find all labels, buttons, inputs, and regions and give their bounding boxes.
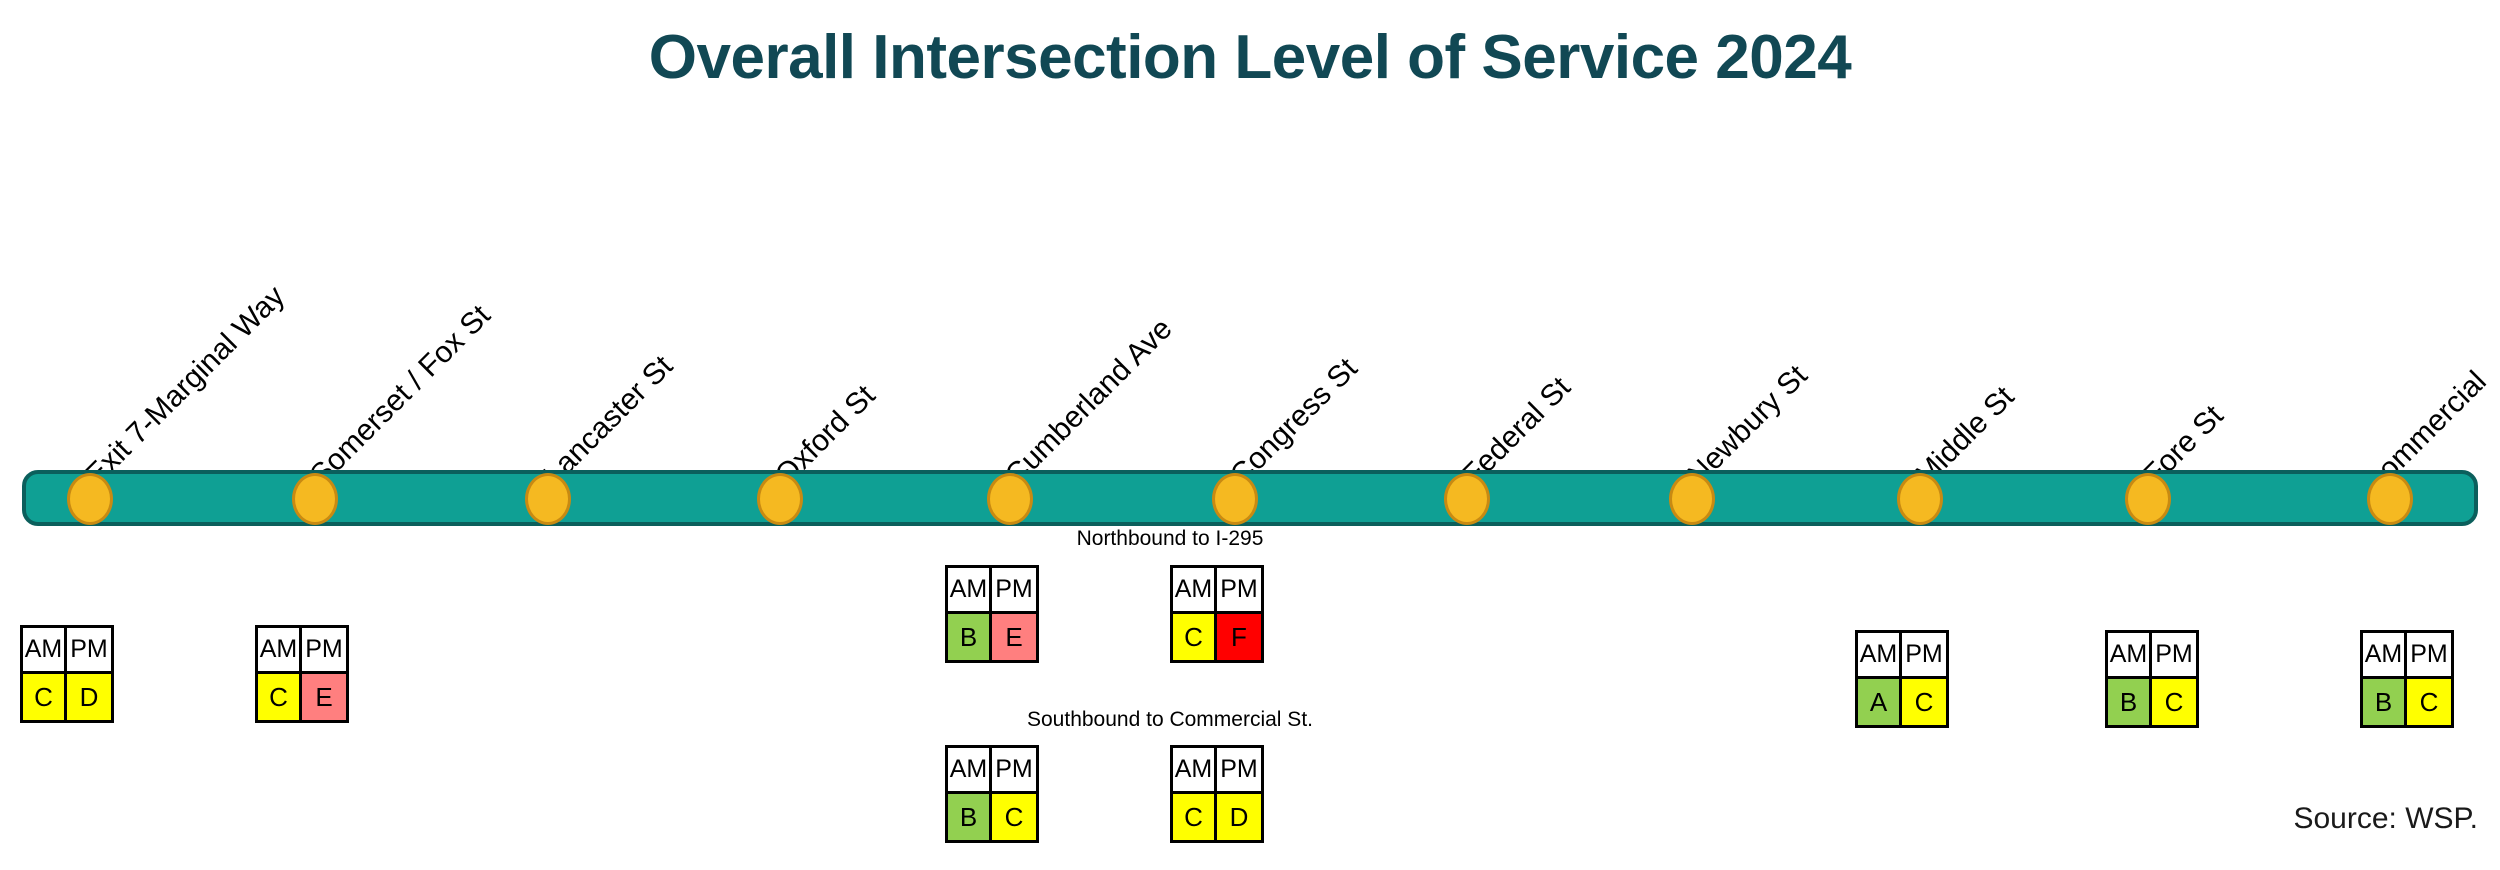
los-header-am: AM xyxy=(1173,568,1217,614)
los-value-am: C xyxy=(1173,794,1217,840)
los-value-am: B xyxy=(2108,679,2152,725)
intersection-node[interactable] xyxy=(1897,473,1943,525)
los-value-am: C xyxy=(1173,614,1217,660)
los-header-pm: PM xyxy=(992,568,1036,614)
los-header-am: AM xyxy=(948,748,992,794)
los-header-am: AM xyxy=(948,568,992,614)
los-value-pm: C xyxy=(2152,679,2196,725)
los-value-am: C xyxy=(258,674,302,720)
intersection-node[interactable] xyxy=(525,473,571,525)
street-label: Cumberland Ave xyxy=(998,312,1179,492)
los-header-pm: PM xyxy=(1902,633,1946,679)
los-value-pm: E xyxy=(992,614,1036,660)
intersection-node[interactable] xyxy=(2367,473,2413,525)
los-value-pm: D xyxy=(1217,794,1261,840)
direction-label-southbound: Southbound to Commercial St. xyxy=(1027,708,1313,731)
los-value-am: C xyxy=(23,674,67,720)
street-label: Somerset / Fox St xyxy=(303,298,497,492)
los-header-pm: PM xyxy=(1217,568,1261,614)
los-value-pm: C xyxy=(1902,679,1946,725)
los-header-am: AM xyxy=(258,628,302,674)
los-header-am: AM xyxy=(1858,633,1902,679)
los-header-pm: PM xyxy=(302,628,346,674)
los-header-pm: PM xyxy=(2152,633,2196,679)
intersection-node[interactable] xyxy=(292,473,338,525)
page-title: Overall Intersection Level of Service 20… xyxy=(648,23,1852,92)
los-header-am: AM xyxy=(2363,633,2407,679)
source-note: Source: WSP. xyxy=(2293,802,2478,835)
intersection-node[interactable] xyxy=(1444,473,1490,525)
los-value-pm: C xyxy=(992,794,1036,840)
los-header-am: AM xyxy=(2108,633,2152,679)
intersection-node[interactable] xyxy=(67,473,113,525)
intersection-node[interactable] xyxy=(1212,473,1258,525)
intersection-node[interactable] xyxy=(1669,473,1715,525)
street-label: Exit 7-Marginal Way xyxy=(78,279,292,492)
intersection-node[interactable] xyxy=(987,473,1033,525)
los-value-pm: D xyxy=(67,674,111,720)
los-header-am: AM xyxy=(1173,748,1217,794)
intersection-node[interactable] xyxy=(757,473,803,525)
los-header-pm: PM xyxy=(1217,748,1261,794)
los-value-am: B xyxy=(2363,679,2407,725)
los-value-am: A xyxy=(1858,679,1902,725)
los-value-am: B xyxy=(948,794,992,840)
los-value-pm: F xyxy=(1217,614,1261,660)
los-header-pm: PM xyxy=(67,628,111,674)
los-header-pm: PM xyxy=(2407,633,2451,679)
intersection-node[interactable] xyxy=(2125,473,2171,525)
los-value-pm: C xyxy=(2407,679,2451,725)
los-value-am: B xyxy=(948,614,992,660)
direction-label-northbound: Northbound to I-295 xyxy=(1076,527,1264,550)
los-value-pm: E xyxy=(302,674,346,720)
los-header-am: AM xyxy=(23,628,67,674)
los-header-pm: PM xyxy=(992,748,1036,794)
